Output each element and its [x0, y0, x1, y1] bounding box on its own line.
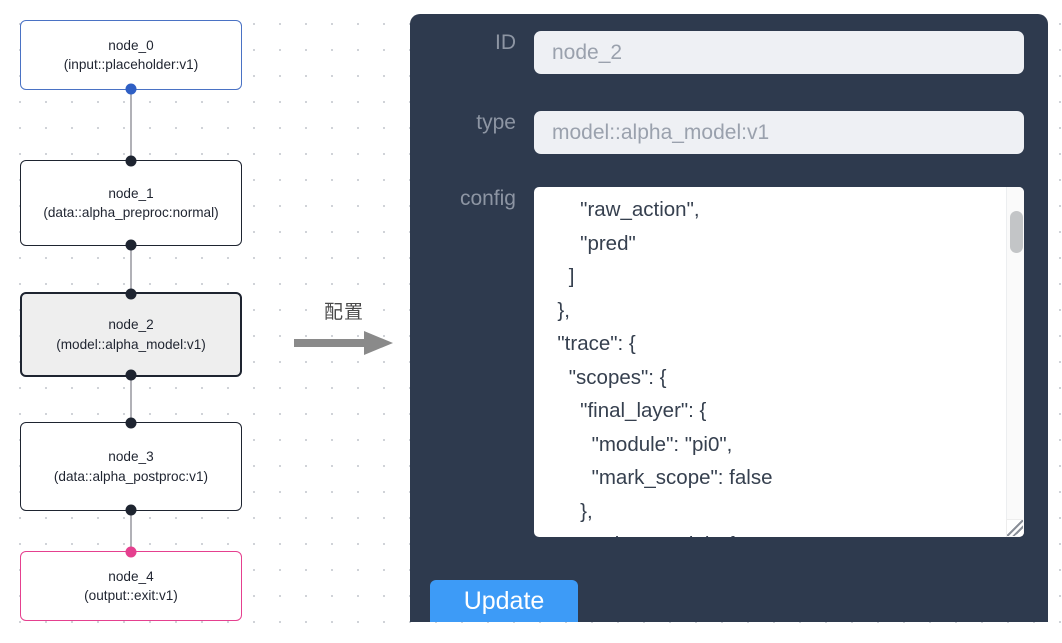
edge-node3-node4	[130, 511, 132, 551]
node-title: node_3	[108, 449, 154, 465]
node-title: node_4	[108, 568, 154, 584]
graph-node-node_4[interactable]: node_4 (output::exit:v1)	[20, 546, 242, 621]
graph-node-node_1[interactable]: node_1 (data::alpha_preproc:normal)	[20, 155, 242, 251]
edge-node2-node3	[130, 377, 132, 422]
field-row-id: ID node_2	[428, 31, 1024, 74]
field-row-config: config "raw_action", "pred" ] }, "trace"…	[428, 187, 1024, 537]
right-arrow-icon	[289, 330, 399, 361]
edge-node1-node2	[130, 246, 132, 292]
node-subtitle: (model::alpha_model:v1)	[56, 336, 206, 352]
type-field-label: type	[476, 111, 516, 134]
id-field-label: ID	[495, 31, 516, 54]
graph-node-node_0[interactable]: node_0 (input::placeholder:v1)	[20, 20, 242, 95]
graph-node-node_2[interactable]: node_2 (model::alpha_model:v1)	[20, 288, 242, 381]
node-graph-canvas[interactable]: node_0 (input::placeholder:v1) node_1 (d…	[0, 0, 400, 643]
node-handle-target[interactable]	[125, 155, 137, 167]
graph-node-node_3[interactable]: node_3 (data::alpha_postproc:v1)	[20, 417, 242, 516]
node-handle-target[interactable]	[125, 417, 137, 429]
resize-handle-icon[interactable]	[1006, 519, 1023, 536]
scrollbar-thumb[interactable]	[1010, 211, 1023, 253]
node-handle-source[interactable]	[125, 504, 137, 516]
config-textarea[interactable]: "raw_action", "pred" ] }, "trace": { "sc…	[557, 198, 773, 537]
node-title: node_0	[108, 37, 154, 53]
config-textarea-wrapper[interactable]: "raw_action", "pred" ] }, "trace": { "sc…	[534, 187, 1024, 537]
node-subtitle: (output::exit:v1)	[84, 588, 178, 603]
edge-node0-node1	[130, 90, 132, 160]
node-subtitle: (data::alpha_preproc:normal)	[43, 205, 219, 220]
annotation-label: 配置	[323, 301, 364, 323]
config-field-label: config	[459, 187, 516, 210]
node-title: node_2	[108, 317, 154, 333]
node-handle-source[interactable]	[125, 239, 137, 251]
type-input[interactable]: model::alpha_model:v1	[534, 111, 1024, 154]
annotation-configure: 配置	[289, 297, 399, 361]
node-title: node_1	[108, 185, 154, 201]
config-panel: ID node_2 type model::alpha_model:v1 con…	[410, 14, 1048, 622]
id-input[interactable]: node_2	[534, 31, 1024, 74]
field-row-type: type model::alpha_model:v1	[428, 111, 1024, 154]
config-textarea-scrollbar[interactable]	[1006, 187, 1024, 537]
node-subtitle: (data::alpha_postproc:v1)	[53, 468, 209, 484]
node-handle-source[interactable]	[125, 369, 137, 381]
node-subtitle: (input::placeholder:v1)	[63, 57, 199, 72]
node-handle-target[interactable]	[125, 288, 137, 300]
update-button[interactable]: Update	[430, 580, 578, 622]
node-handle-source[interactable]	[125, 83, 137, 95]
node-handle-target[interactable]	[125, 546, 137, 558]
